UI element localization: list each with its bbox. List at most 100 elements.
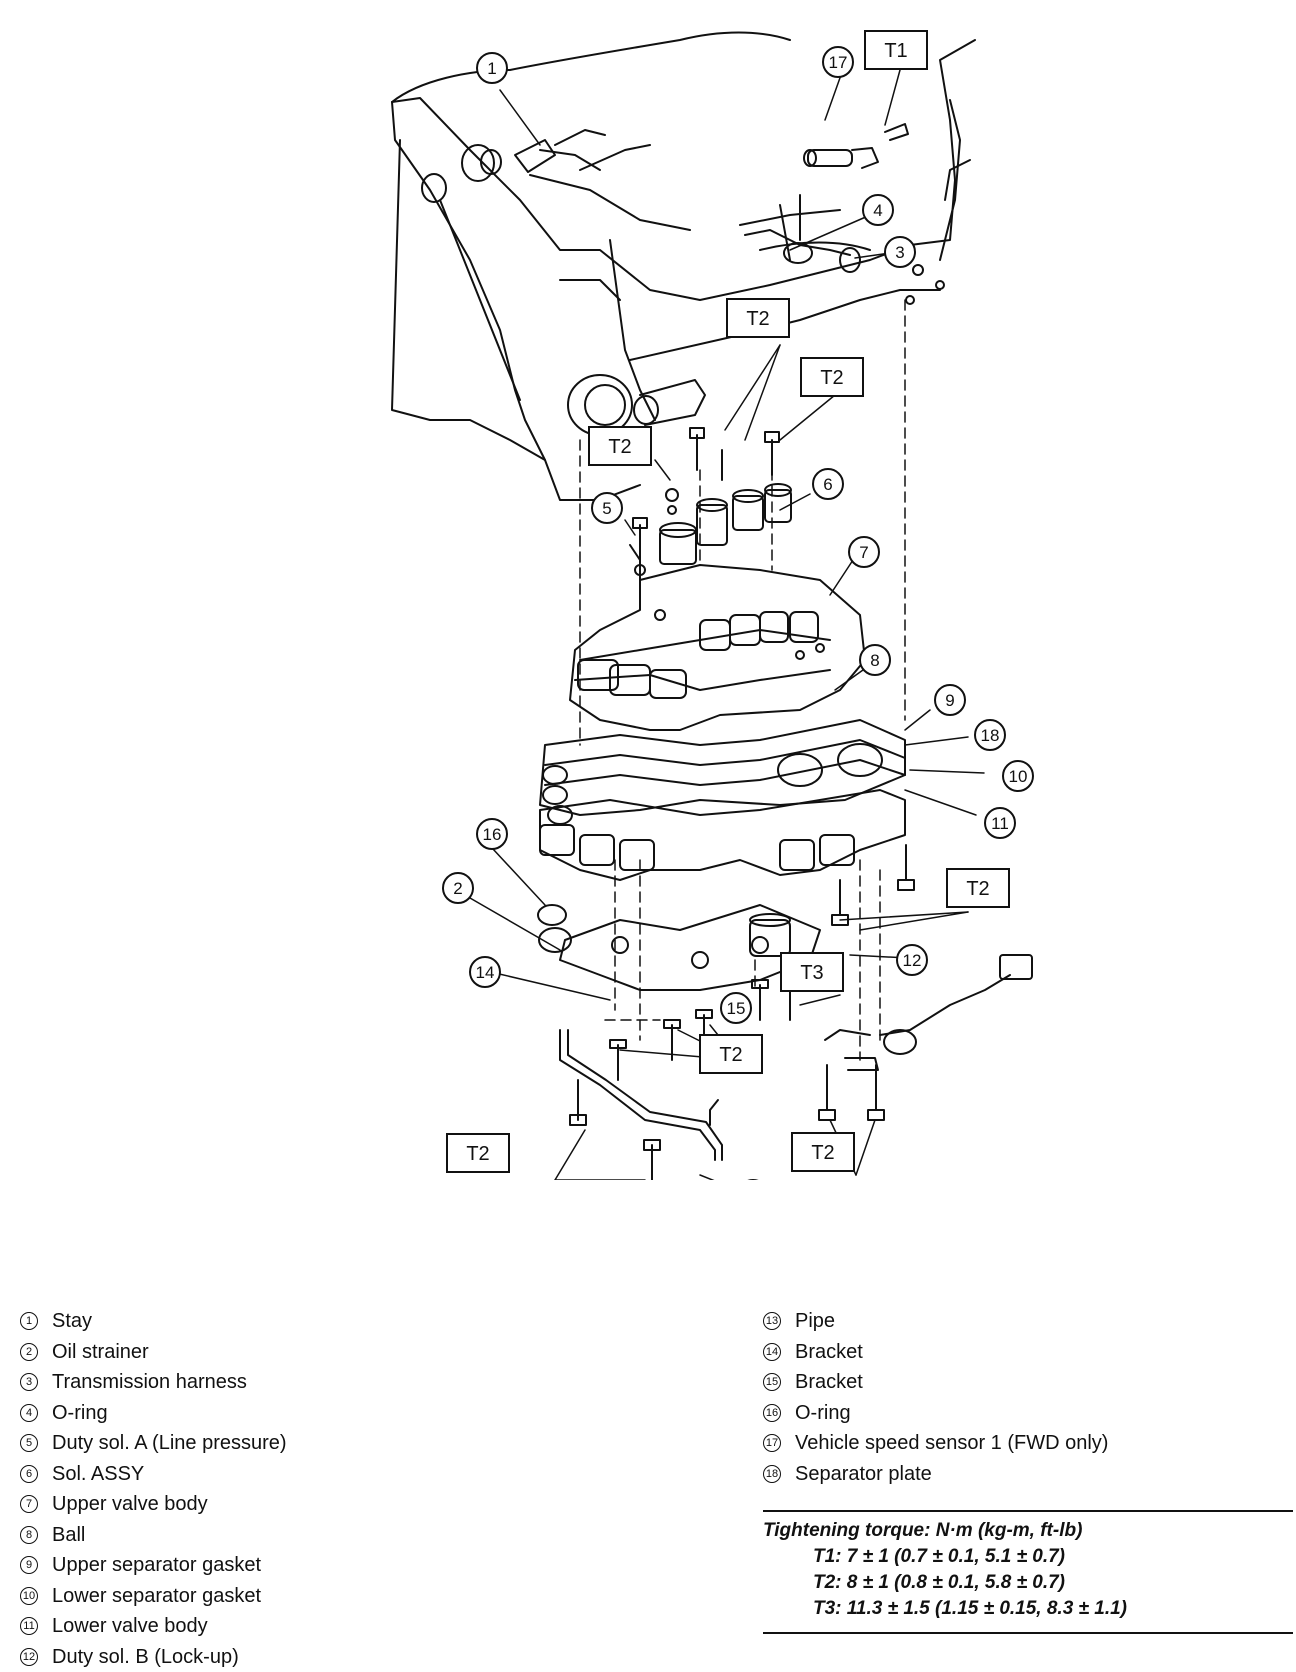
legend-text-9: Upper separator gasket bbox=[52, 1550, 261, 1581]
legend-number-10: 10 bbox=[20, 1587, 38, 1605]
torque-line-t2: T2: 8 ± 1 (0.8 ± 0.1, 5.8 ± 0.7) bbox=[763, 1570, 1293, 1596]
callout-5-label: 5 bbox=[602, 499, 611, 518]
callout-6-label: 6 bbox=[823, 475, 832, 494]
legend-number-18: 18 bbox=[763, 1465, 781, 1483]
duty-solenoid-b bbox=[750, 914, 790, 956]
callout-markers: 123456789101112131415161718 bbox=[443, 47, 1033, 1180]
legend-item-9: 9 Upper separator gasket bbox=[20, 1550, 287, 1581]
legend-item-10: 10 Lower separator gasket bbox=[20, 1581, 287, 1612]
legend-text-5: Duty sol. A (Line pressure) bbox=[52, 1428, 287, 1459]
torque-box-label-t2-8: T2 bbox=[811, 1142, 834, 1164]
legend-number-16: 16 bbox=[763, 1404, 781, 1422]
legend-item-8: 8 Ball bbox=[20, 1520, 287, 1551]
legend-item-12: 12 Duty sol. B (Lock-up) bbox=[20, 1642, 287, 1672]
torque-title: Tightening torque: N·m (kg-m, ft-lb) bbox=[763, 1518, 1293, 1544]
legend-text-7: Upper valve body bbox=[52, 1489, 208, 1520]
upper-valve-body bbox=[570, 565, 865, 730]
legend-number-9: 9 bbox=[20, 1556, 38, 1574]
callout-15-label: 15 bbox=[727, 999, 746, 1018]
separator-plates bbox=[540, 720, 905, 824]
callout-4-label: 4 bbox=[873, 201, 882, 220]
legend-text-8: Ball bbox=[52, 1520, 85, 1551]
torque-box-label-t3-4: T3 bbox=[800, 962, 823, 984]
legend-number-2: 2 bbox=[20, 1343, 38, 1361]
legend-item-16: 16 O-ring bbox=[763, 1398, 1108, 1429]
legend-text-2: Oil strainer bbox=[52, 1337, 149, 1368]
torque-line-t3: T3: 11.3 ± 1.5 (1.15 ± 0.15, 8.3 ± 1.1) bbox=[763, 1596, 1293, 1622]
legend-number-15: 15 bbox=[763, 1373, 781, 1391]
torque-box-label-t2-6: T2 bbox=[719, 1044, 742, 1066]
torque-rule-top bbox=[763, 1510, 1293, 1512]
callout-1-label: 1 bbox=[487, 59, 496, 78]
legend-text-11: Lower valve body bbox=[52, 1611, 208, 1642]
torque-box-label-t2-3: T2 bbox=[608, 436, 631, 458]
legend-item-11: 11 Lower valve body bbox=[20, 1611, 287, 1642]
legend-number-4: 4 bbox=[20, 1404, 38, 1422]
torque-box-label-t2-7: T2 bbox=[466, 1143, 489, 1165]
legend-text-12: Duty sol. B (Lock-up) bbox=[52, 1642, 239, 1672]
legend-item-14: 14 Bracket bbox=[763, 1337, 1108, 1368]
legend-item-13: 13 Pipe bbox=[763, 1306, 1108, 1337]
legend-number-3: 3 bbox=[20, 1373, 38, 1391]
callout-10-label: 10 bbox=[1009, 767, 1028, 786]
stay-part bbox=[515, 130, 605, 172]
legend-text-10: Lower separator gasket bbox=[52, 1581, 261, 1612]
legend-number-5: 5 bbox=[20, 1434, 38, 1452]
legend-item-2: 2 Oil strainer bbox=[20, 1337, 287, 1368]
legend-item-18: 18 Separator plate bbox=[763, 1459, 1108, 1490]
callout-17-label: 17 bbox=[829, 53, 848, 72]
legend-text-13: Pipe bbox=[795, 1306, 835, 1337]
legend-item-7: 7 Upper valve body bbox=[20, 1489, 287, 1520]
legend-text-4: O-ring bbox=[52, 1398, 108, 1429]
torque-box-label-t2-2: T2 bbox=[820, 367, 843, 389]
callout-11-label: 11 bbox=[991, 814, 1009, 833]
legend-text-14: Bracket bbox=[795, 1337, 863, 1368]
callout-7-label: 7 bbox=[859, 543, 868, 562]
legend-item-15: 15 Bracket bbox=[763, 1367, 1108, 1398]
legend-number-6: 6 bbox=[20, 1465, 38, 1483]
torque-box-label-t1-0: T1 bbox=[884, 40, 907, 62]
legend-number-11: 11 bbox=[20, 1617, 38, 1635]
legend-text-15: Bracket bbox=[795, 1367, 863, 1398]
callout-16-label: 16 bbox=[483, 825, 502, 844]
legend-text-1: Stay bbox=[52, 1306, 92, 1337]
legend-number-12: 12 bbox=[20, 1648, 38, 1666]
legend-number-13: 13 bbox=[763, 1312, 781, 1330]
oil-strainer bbox=[538, 905, 820, 990]
legend-text-18: Separator plate bbox=[795, 1459, 932, 1490]
legend-number-8: 8 bbox=[20, 1526, 38, 1544]
callout-2-label: 2 bbox=[453, 879, 462, 898]
torque-spec: Tightening torque: N·m (kg-m, ft-lb) T1:… bbox=[763, 1518, 1293, 1622]
legend-item-4: 4 O-ring bbox=[20, 1398, 287, 1429]
callout-3-label: 3 bbox=[895, 243, 904, 262]
exploded-parts-diagram: 123456789101112131415161718 T1T2T2T2T3T2… bbox=[0, 0, 1296, 1180]
legend-number-7: 7 bbox=[20, 1495, 38, 1513]
legend-item-17: 17 Vehicle speed sensor 1 (FWD only) bbox=[763, 1428, 1108, 1459]
legend-item-6: 6 Sol. ASSY bbox=[20, 1459, 287, 1490]
legend-text-3: Transmission harness bbox=[52, 1367, 247, 1398]
legend-item-3: 3 Transmission harness bbox=[20, 1367, 287, 1398]
harness-connector bbox=[825, 955, 1032, 1070]
torque-box-label-t2-5: T2 bbox=[966, 878, 989, 900]
vehicle-speed-sensor bbox=[804, 124, 908, 168]
torque-box-label-t2-1: T2 bbox=[746, 308, 769, 330]
legend-item-1: 1 Stay bbox=[20, 1306, 287, 1337]
callout-12-label: 12 bbox=[903, 951, 922, 970]
lower-valve-body bbox=[540, 790, 905, 880]
legend-number-14: 14 bbox=[763, 1343, 781, 1361]
callout-18-label: 18 bbox=[981, 726, 1000, 745]
transmission-case bbox=[392, 33, 975, 501]
torque-line-t1: T1: 7 ± 1 (0.7 ± 0.1, 5.1 ± 0.7) bbox=[763, 1544, 1293, 1570]
pipe bbox=[560, 1030, 722, 1160]
legend-item-5: 5 Duty sol. A (Line pressure) bbox=[20, 1428, 287, 1459]
callout-14-label: 14 bbox=[476, 963, 495, 982]
torque-rule-bottom bbox=[763, 1632, 1293, 1634]
legend-number-17: 17 bbox=[763, 1434, 781, 1452]
legend-text-6: Sol. ASSY bbox=[52, 1459, 144, 1490]
legend-text-16: O-ring bbox=[795, 1398, 851, 1429]
callout-9-label: 9 bbox=[945, 691, 954, 710]
legend-text-17: Vehicle speed sensor 1 (FWD only) bbox=[795, 1428, 1108, 1459]
legend-number-1: 1 bbox=[20, 1312, 38, 1330]
